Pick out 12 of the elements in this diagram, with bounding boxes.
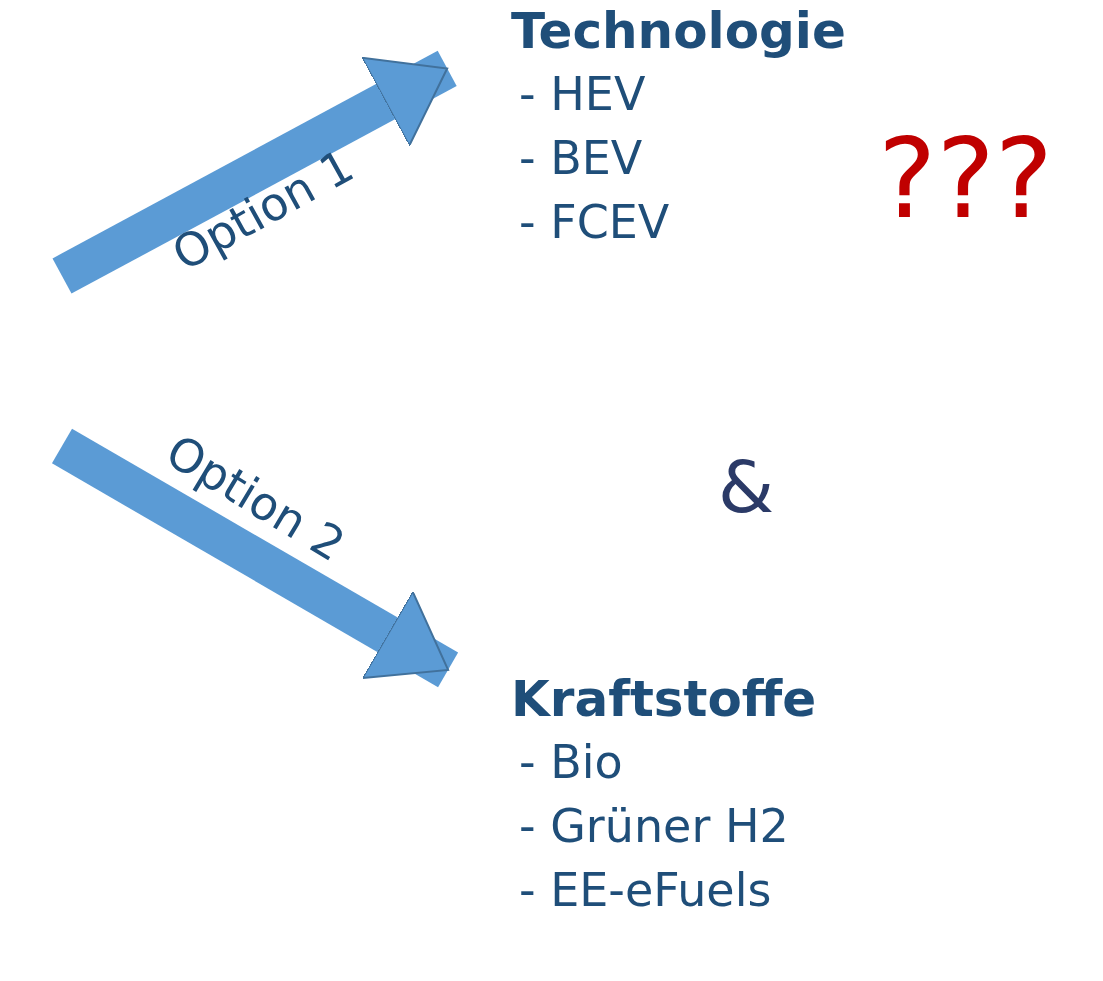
list-item: - HEV [518,66,647,123]
block-arrow [52,50,457,294]
list-item: - EE-eFuels [518,862,773,919]
list-item: - Bio [518,734,624,791]
list-item: - FCEV [518,194,671,251]
heading: Technologie [511,1,846,62]
question-marks: ??? [878,115,1054,243]
heading: Kraftstoffe [511,669,817,730]
block-arrow [51,428,459,688]
ampersand: & [718,445,775,529]
list-item: - BEV [518,130,644,187]
list-item: - Grüner H2 [518,798,790,855]
